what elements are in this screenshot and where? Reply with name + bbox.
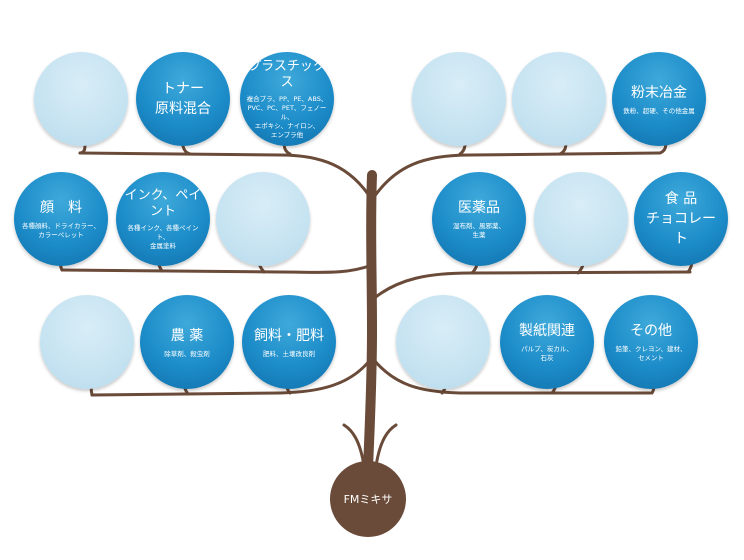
node-pigment-sub: 各種顔料、ドライカラー、 カラーペレット xyxy=(22,222,100,239)
node-powder-metal[interactable]: 粉末冶金 鉄粉、超硬、その他金属 xyxy=(612,52,706,146)
node-paper-sub: パルプ、炭カル、 石灰 xyxy=(521,345,573,362)
node-plastics[interactable]: プラスチックス 複合プラ、PP、PE、ABS、 PVC、PC、PET、フェノール… xyxy=(240,52,334,146)
node-other-title: その他 xyxy=(630,323,672,339)
node-feed-fertilizer-sub: 肥料、土壌改良剤 xyxy=(263,349,315,358)
node-toner[interactable]: トナー 原料混合 xyxy=(136,52,230,146)
root-label: FMミキサ xyxy=(343,493,393,506)
node-agri-title: 農 薬 xyxy=(170,327,204,344)
node-plastics-sub: 複合プラ、PP、PE、ABS、 PVC、PC、PET、フェノール、 エポキシ、ナ… xyxy=(246,94,328,139)
empty-circle-5 xyxy=(534,172,628,266)
node-pharma-sub: 湿布剤、風邪薬、 生薬 xyxy=(453,222,505,239)
node-powder-metal-title: 粉末冶金 xyxy=(631,84,687,101)
empty-circle-4 xyxy=(216,172,310,266)
empty-circle-2 xyxy=(412,52,506,146)
node-pigment-title: 顔 料 xyxy=(40,200,82,216)
node-feed-fertilizer[interactable]: 飼料・肥料 肥料、土壌改良剤 xyxy=(242,295,336,389)
node-pharma-title: 医薬品 xyxy=(458,200,500,216)
node-paper-title: 製紙関連 xyxy=(519,323,575,339)
empty-circle-1 xyxy=(34,52,128,146)
node-pharma[interactable]: 医薬品 湿布剤、風邪薬、 生薬 xyxy=(432,172,526,266)
node-agri[interactable]: 農 薬 除草剤、殺虫剤 xyxy=(140,295,234,389)
node-food[interactable]: 食 品 チョコレート xyxy=(634,172,728,266)
node-ink-paint-title: インク、ペイント xyxy=(124,187,202,219)
node-food-title: 食 品 チョコレート xyxy=(646,191,716,247)
node-other[interactable]: その他 鉛筆、クレヨン、建材、 セメント xyxy=(604,295,698,389)
node-other-sub: 鉛筆、クレヨン、建材、 セメント xyxy=(615,345,687,362)
node-paper[interactable]: 製紙関連 パルプ、炭カル、 石灰 xyxy=(500,295,594,389)
node-pigment[interactable]: 顔 料 各種顔料、ドライカラー、 カラーペレット xyxy=(14,172,108,266)
root-fm-mixer[interactable]: FMミキサ xyxy=(330,461,406,537)
empty-circle-3 xyxy=(512,52,606,146)
node-ink-paint[interactable]: インク、ペイント 各種インク、各種ペイント、 金属塗料 xyxy=(116,172,210,266)
empty-circle-7 xyxy=(396,295,490,389)
node-agri-sub: 除草剤、殺虫剤 xyxy=(164,349,210,358)
node-toner-title: トナー 原料混合 xyxy=(155,81,211,117)
node-plastics-title: プラスチックス xyxy=(248,58,326,90)
empty-circle-6 xyxy=(40,295,134,389)
node-feed-fertilizer-title: 飼料・肥料 xyxy=(254,327,324,344)
node-powder-metal-sub: 鉄粉、超硬、その他金属 xyxy=(623,106,695,115)
node-ink-paint-sub: 各種インク、各種ペイント、 金属塗料 xyxy=(127,223,199,250)
